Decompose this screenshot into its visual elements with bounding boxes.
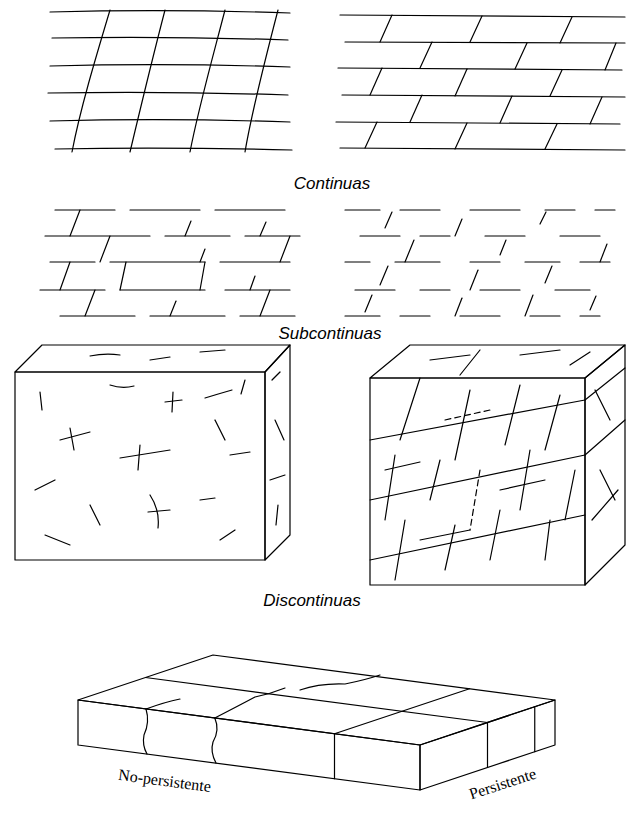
subcontinuous-left bbox=[40, 210, 300, 316]
discontinuous-cube-right bbox=[370, 345, 625, 585]
continuous-staggered bbox=[336, 15, 625, 150]
caption-label: Subcontinuas bbox=[278, 324, 381, 344]
caption-label: Continuas bbox=[294, 174, 371, 194]
face-label: No-persistente bbox=[118, 766, 213, 796]
subcontinuous-right bbox=[345, 210, 615, 316]
continuous-grid bbox=[48, 10, 292, 152]
discontinuous-cube-left bbox=[15, 345, 290, 560]
caption-label: Discontinuas bbox=[263, 591, 360, 611]
